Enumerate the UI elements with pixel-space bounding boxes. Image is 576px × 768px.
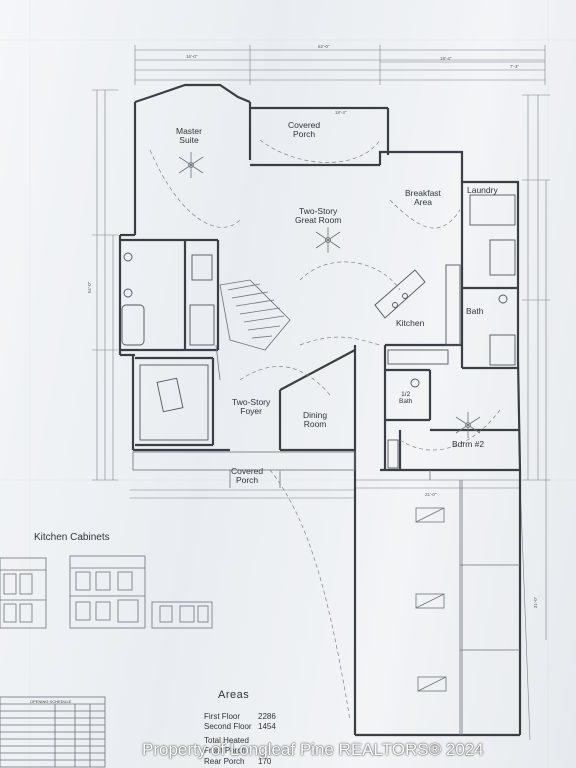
area-row-front-porch: Front Porch [204,746,246,755]
areas-title: Areas [218,689,250,701]
area-row-rear-porch: Rear Porch [204,757,245,766]
garage-depth-dim: 31'-0" [533,596,539,609]
porch-width-dim: 18'-4" [335,110,347,115]
overall-width-dim: 62'-0" [318,44,330,49]
area-row-second-floor: Second Floor [204,722,252,731]
area-value-second-floor: 1454 [258,722,276,731]
top-right-dim: 7'-3" [510,64,519,69]
kitchen-cabinets-title: Kitchen Cabinets [34,532,110,543]
top-left-dim: 16'-0" [186,54,198,59]
opening-schedule-title: OPENING SCHEDULE [30,699,72,704]
top-mid-dim: 18'-4" [440,56,452,61]
area-value-first-floor: 2286 [258,712,276,721]
kitchen-label: Kitchen [396,318,425,328]
area-row-first-floor: First Floor [204,712,240,721]
bdrm2-label: Bdrm #2 [452,439,485,449]
left-height-dim: 54'-0" [87,281,93,294]
garage-width-dim: 21'-0" [425,492,437,497]
bath-label: Bath [466,306,484,316]
laundry-label: Laundry [467,185,498,195]
area-value-rear-porch: 170 [258,757,272,766]
watermark-text: Property of Longleaf Pine REALTORS® 2024 [142,740,484,759]
area-row-total-heated: Total Heated [204,736,249,745]
